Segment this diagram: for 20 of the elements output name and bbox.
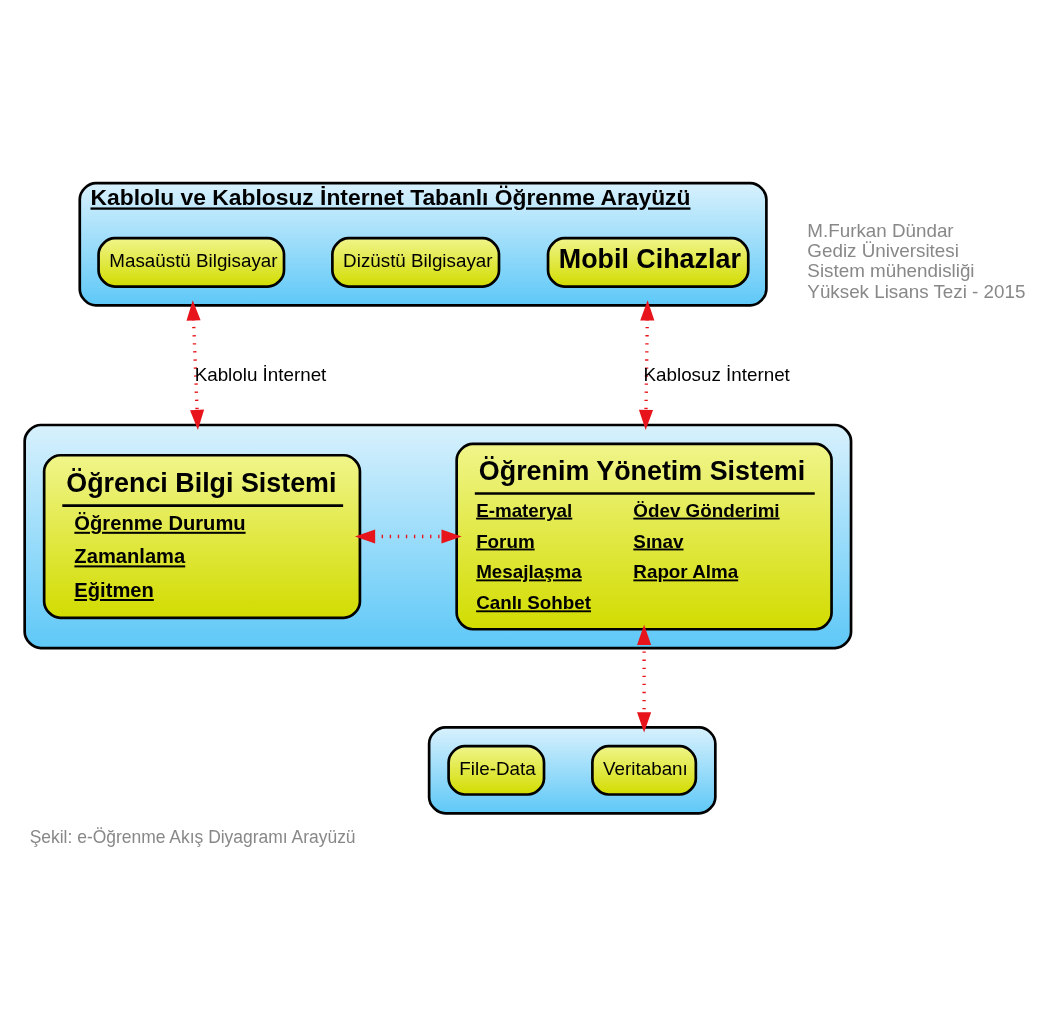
edge-label: Kablosuz İnternet bbox=[643, 363, 790, 385]
arrow bbox=[186, 299, 205, 430]
label: Yüksek Lisans Tezi - 2015 bbox=[807, 280, 1026, 302]
edge-label: Kablolu İnternet bbox=[194, 363, 327, 385]
label: M.Furkan Dündar bbox=[807, 219, 954, 241]
node-box: Mobil Cihazlar bbox=[546, 236, 750, 288]
cluster bbox=[427, 725, 717, 815]
arrow bbox=[354, 528, 462, 544]
node-box: Dizüstü Bilgisayar bbox=[331, 236, 501, 288]
label: Gediz Üniversitesi bbox=[807, 239, 959, 261]
arrow bbox=[637, 624, 652, 732]
cluster bbox=[23, 423, 853, 649]
node-box: Öğrenci Bilgi Sistemi Öğrenme Durumu Zamanlama Eğitmen bbox=[42, 453, 362, 619]
node-box: Masaüstü Bilgisayar bbox=[97, 236, 286, 288]
caption: Şekil: e-Öğrenme Akış Diyagramı Arayüzü bbox=[29, 826, 356, 847]
node-box: Veritabanı bbox=[591, 744, 698, 796]
node-box: Öğrenim Yönetim Sistemi E-materyal Ödev Gönderimi Forum Sınav Mesajlaşma Rapor Alma Canlı Sohbet bbox=[455, 441, 833, 631]
label: Sistem mühendisliği bbox=[807, 259, 975, 281]
arrow bbox=[638, 299, 655, 430]
node-box: File-Data bbox=[447, 744, 546, 796]
